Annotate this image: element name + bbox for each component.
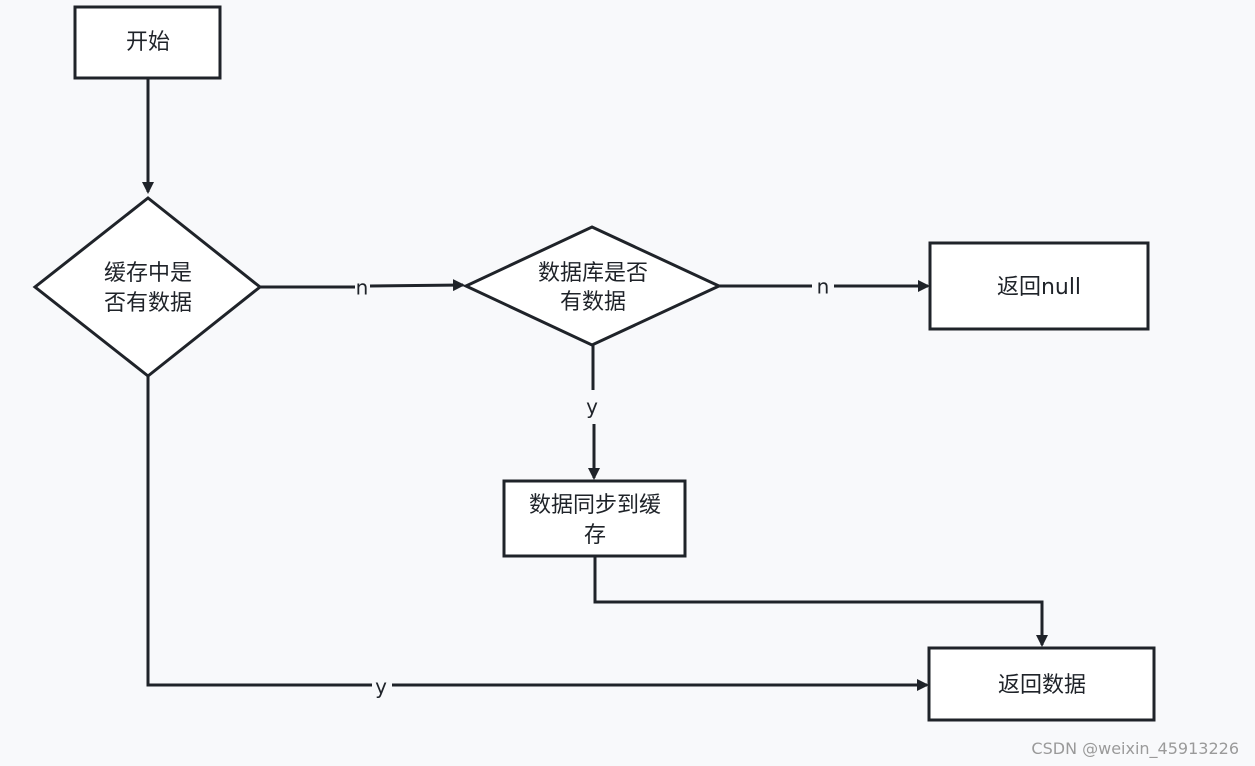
start-box	[73, 5, 222, 80]
return-null-box	[928, 241, 1150, 331]
nodes	[32, 5, 1156, 722]
db-check-diamond	[462, 225, 723, 347]
watermark: CSDN @weixin_45913226	[1031, 739, 1239, 758]
edge-cache-to-return-data-yes	[146, 376, 372, 687]
cache-check-label-line1: 缓存中是	[104, 261, 192, 286]
cache-check-diamond	[32, 196, 263, 378]
edge-label-cache-no: n	[356, 276, 369, 300]
db-check-label-line1: 数据库是否	[538, 261, 648, 286]
edge-label-db-no: n	[817, 275, 830, 299]
edge-labels: n n y y	[356, 275, 830, 699]
start-label: 开始	[126, 30, 170, 55]
edges	[142, 79, 1048, 691]
return-null-label: 返回null	[997, 275, 1081, 300]
sync-cache-label-line1: 数据同步到缓	[529, 493, 661, 518]
edge-label-db-yes: y	[586, 395, 598, 419]
node-labels: 开始 缓存中是 否有数据 数据库是否 有数据 返回null 数据同步到缓 存 返…	[104, 30, 1086, 698]
edge-label-cache-yes: y	[375, 675, 387, 699]
edge-sync-to-return-data	[593, 557, 1048, 647]
db-check-label-line2: 有数据	[560, 290, 626, 315]
edge-cache-to-db-no-tail	[369, 279, 465, 292]
sync-cache-label-line2: 存	[584, 523, 606, 548]
cache-check-label-line2: 否有数据	[104, 291, 192, 316]
return-data-label: 返回数据	[998, 673, 1086, 698]
return-data-box	[927, 646, 1156, 722]
sync-cache-box	[502, 479, 687, 558]
